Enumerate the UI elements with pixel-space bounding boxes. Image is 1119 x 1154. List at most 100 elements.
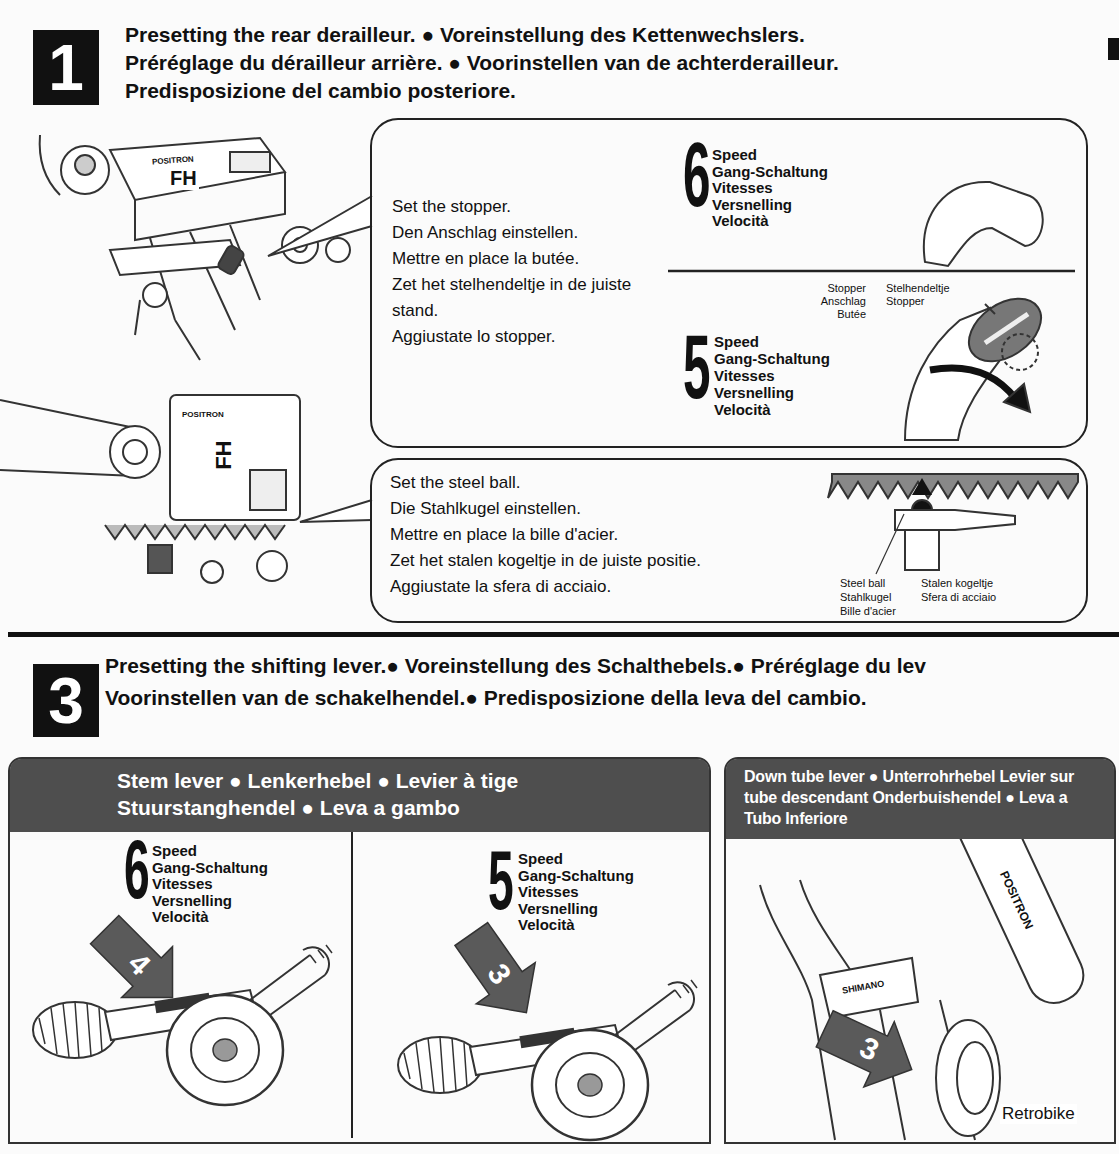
heading: Préréglage du dérailleur arrière. ● Voor… [125, 50, 839, 75]
text: Zet het stalen kogeltje in de juiste pos… [390, 548, 830, 574]
derailleur-drawing [40, 135, 60, 195]
shifter-drawing [398, 980, 697, 1140]
label: 4 [121, 945, 158, 982]
lever-panel: Stem lever ● Lenkerhebel ● Levier à tige… [8, 757, 711, 1144]
steel-ball-drawing [905, 530, 939, 570]
label: Vitesses [714, 367, 775, 385]
label: POSITRON [996, 867, 1037, 934]
text: Aggiustate lo stopper. [392, 324, 647, 350]
divider-line [668, 270, 1075, 273]
derailleur-drawing [61, 146, 109, 194]
label: Stopper [827, 282, 866, 295]
derailleur-drawing [150, 225, 260, 330]
label: Versnelling [712, 196, 792, 214]
label: FH [211, 439, 237, 472]
label: Velocità [714, 401, 771, 419]
label: Stelhendeltje [886, 282, 950, 295]
lever-shape [930, 368, 1015, 398]
text: 1 [48, 36, 84, 100]
down-tube-drawing [957, 1042, 993, 1114]
derailleur-drawing [326, 238, 350, 262]
down-tube-drawing [809, 996, 926, 1102]
label: 3 [854, 1029, 884, 1069]
down-tube-drawing [760, 885, 835, 1140]
label: Stahlkugel [840, 591, 891, 604]
steel-ball-drawing [828, 474, 1078, 498]
text: Den Anschlag einstellen. [392, 220, 647, 246]
derailleur-drawing [110, 138, 285, 200]
label: Velocità [518, 916, 575, 934]
label: Gang-Schaltung [714, 350, 830, 368]
label: Gang-Schaltung [712, 163, 828, 181]
text: Zet het stelhendeltje in de juiste stand… [392, 272, 647, 324]
label: Sfera di acciaio [921, 591, 996, 604]
label: Vitesses [518, 883, 579, 901]
text: Stem lever ● Lenkerhebel ● Levier à tige… [10, 759, 709, 832]
heading: Predisposizione del cambio posteriore. [125, 78, 516, 103]
steel-ball-drawing [828, 474, 1078, 574]
text: Mettre en place la bille d'acier. [390, 522, 830, 548]
label: 6 [124, 827, 150, 911]
derailleur-drawing [257, 551, 287, 581]
label: Stalen kogeltje [921, 577, 993, 590]
steel-ball-drawing [876, 514, 904, 574]
label: 3 [480, 957, 519, 991]
steel-ball-drawing [912, 478, 932, 495]
steel-ball-drawing [895, 510, 1015, 530]
derailleur-drawing [268, 196, 372, 256]
label: Velocità [152, 908, 209, 926]
derailleur-drawing [75, 155, 95, 175]
lever-shape [924, 182, 1043, 266]
lever-shape [985, 304, 995, 314]
steel-ball-drawing [912, 500, 932, 510]
label: Bille d'acier [840, 605, 896, 618]
divider-line [351, 832, 353, 1138]
label: Versnelling [152, 892, 232, 910]
text: Set the steel ball. [390, 470, 830, 496]
derailleur-drawing [230, 152, 270, 172]
label: Vitesses [712, 179, 773, 197]
label: Gang-Schaltung [518, 867, 634, 885]
label: Speed [714, 333, 759, 351]
down-tube-drawing [936, 1020, 1000, 1136]
step-number-box: 1 [33, 30, 99, 105]
derailleur-drawing [250, 470, 286, 510]
label: Steel ball [840, 577, 885, 590]
text: Mettre en place la butée. [392, 246, 647, 272]
label: FH [168, 166, 199, 190]
label: Gang-Schaltung [152, 859, 268, 877]
label: Vitesses [152, 875, 213, 893]
label: Butée [837, 308, 866, 321]
label: Versnelling [518, 900, 598, 918]
label: Retrobike [1000, 1104, 1077, 1124]
direction-arrow [79, 904, 556, 1033]
label: SHIMANO [839, 978, 887, 997]
derailleur-drawing [201, 561, 223, 583]
lever-shape [905, 286, 1053, 440]
heading: Voorinstellen van de schakelhendel.● Pre… [105, 685, 867, 710]
text: Die Stahlkugel einstellen. [390, 496, 830, 522]
derailleur-drawing [148, 545, 172, 573]
derailleur-drawing [135, 300, 200, 360]
derailleur-drawing [143, 283, 167, 307]
down-tube-drawing [760, 788, 1092, 1140]
derailleur-drawing [217, 244, 246, 276]
heading: Presetting the shifting lever.● Voreinst… [105, 653, 926, 678]
label: Speed [152, 842, 197, 860]
text: Down tube lever ● Unterrohrhebel Levier … [726, 759, 1114, 839]
lever-panel: Down tube lever ● Unterrohrhebel Levier … [724, 757, 1116, 1144]
derailleur-drawing [0, 395, 372, 583]
lever-shape [1004, 384, 1030, 412]
derailleur-drawing [105, 525, 285, 539]
section-rule [8, 632, 1119, 637]
down-tube-drawing [820, 958, 918, 1018]
label: Velocità [712, 212, 769, 230]
shifter-drawing [33, 945, 332, 1105]
label: 5 [683, 322, 711, 412]
label: POSITRON [180, 410, 226, 420]
step-number-box: 3 [33, 664, 99, 737]
label: Speed [712, 146, 757, 164]
derailleur-drawing [170, 395, 300, 520]
derailleur-drawing [135, 172, 285, 240]
